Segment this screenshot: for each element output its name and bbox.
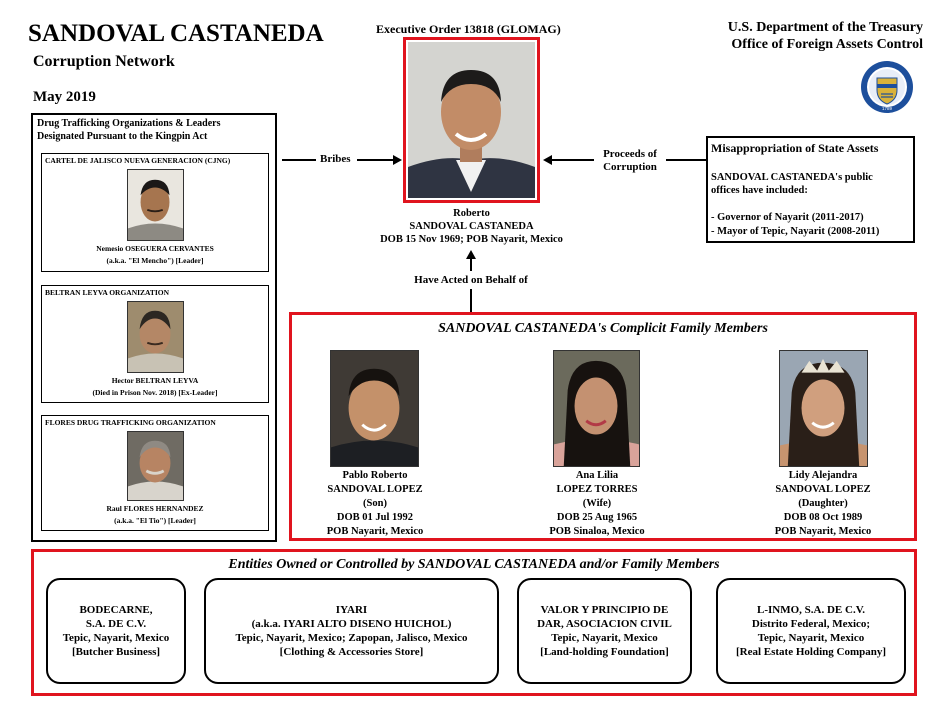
family-member-dob: DOB 01 Jul 1992 bbox=[336, 512, 414, 523]
org-name: CARTEL DE JALISCO NUEVA GENERACION (CJNG… bbox=[45, 156, 231, 165]
org-card-cjng: CARTEL DE JALISCO NUEVA GENERACION (CJNG… bbox=[41, 153, 269, 272]
proceeds-arrow-line-right bbox=[666, 159, 706, 161]
entity-line: [Land-holding Foundation] bbox=[540, 646, 669, 658]
org-leader-note: (Died in Prison Nov. 2018) [Ex-Leader] bbox=[92, 388, 218, 397]
executive-order-label: Executive Order 13818 (GLOMAG) bbox=[376, 22, 561, 36]
entity-card: BODECARNE, S.A. DE C.V. Tepic, Nayarit, … bbox=[46, 578, 186, 684]
org-leader-name: Raul FLORES HERNANDEZ bbox=[106, 504, 204, 513]
family-member-caption: Lidy Alejandra SANDOVAL LOPEZ (Daughter)… bbox=[740, 469, 906, 539]
agency-name: U.S. Department of the Treasury bbox=[727, 20, 923, 35]
entity-line: Tepic, Nayarit, Mexico; Zapopan, Jalisco… bbox=[235, 632, 468, 644]
state-assets-item: - Mayor of Tepic, Nayarit (2008-2011) bbox=[711, 226, 880, 237]
org-leader-name: Hector BELTRAN LEYVA bbox=[111, 376, 199, 385]
target-photo-frame bbox=[403, 37, 540, 203]
target-first-name: Roberto bbox=[453, 208, 490, 219]
proceeds-label-line1: Proceeds of bbox=[603, 148, 657, 160]
acted-arrow-line-top bbox=[470, 259, 472, 271]
org-name: FLORES DRUG TRAFFICKING ORGANIZATION bbox=[45, 418, 216, 427]
family-member-last: LOPEZ TORRES bbox=[556, 484, 638, 495]
page-title: SANDOVAL CASTANEDA bbox=[28, 20, 324, 47]
agency-office: Office of Foreign Assets Control bbox=[731, 37, 923, 52]
entity-line: BODECARNE, bbox=[79, 604, 153, 616]
proceeds-arrow-line-left bbox=[552, 159, 594, 161]
state-assets-title: Misappropriation of State Assets bbox=[711, 141, 879, 155]
org-leader-photo bbox=[127, 431, 184, 501]
state-assets-intro-1: SANDOVAL CASTANEDA's public bbox=[711, 172, 873, 183]
state-assets-intro-2: offices have included: bbox=[711, 185, 808, 196]
proceeds-arrowhead bbox=[543, 155, 552, 165]
org-leader-note: (a.k.a. "El Tio") [Leader] bbox=[114, 516, 196, 525]
entity-card: VALOR Y PRINCIPIO DE DAR, ASOCIACION CIV… bbox=[517, 578, 692, 684]
org-card-flores: FLORES DRUG TRAFFICKING ORGANIZATION Rau… bbox=[41, 415, 269, 531]
acted-arrow-line-bottom bbox=[470, 289, 472, 312]
target-photo bbox=[408, 42, 535, 198]
family-title: SANDOVAL CASTANEDA's Complicit Family Me… bbox=[438, 321, 768, 336]
kingpin-heading-2: Designated Pursuant to the Kingpin Act bbox=[37, 131, 208, 142]
kingpin-panel: Drug Trafficking Organizations & Leaders… bbox=[31, 113, 277, 542]
entity-line: Tepic, Nayarit, Mexico bbox=[62, 632, 170, 644]
family-member-last: SANDOVAL LOPEZ bbox=[775, 484, 871, 495]
family-member-first: Lidy Alejandra bbox=[788, 470, 858, 481]
entity-line: L-INMO, S.A. DE C.V. bbox=[757, 604, 865, 616]
family-panel: SANDOVAL CASTANEDA's Complicit Family Me… bbox=[289, 312, 917, 541]
entity-line: IYARI bbox=[335, 604, 368, 616]
org-card-beltran-leyva: BELTRAN LEYVA ORGANIZATION Hector BELTRA… bbox=[41, 285, 269, 403]
org-leader-name: Nemesio OSEGUERA CERVANTES bbox=[96, 244, 214, 253]
family-member-last: SANDOVAL LOPEZ bbox=[327, 484, 423, 495]
treasury-seal-icon: 1789 bbox=[860, 60, 914, 114]
page-subtitle: Corruption Network bbox=[33, 53, 175, 70]
entity-line: [Butcher Business] bbox=[71, 646, 161, 658]
family-member-pob: POB Sinaloa, Mexico bbox=[549, 526, 645, 537]
target-dob: DOB 15 Nov 1969; POB Nayarit, Mexico bbox=[380, 234, 563, 245]
entities-panel: Entities Owned or Controlled by SANDOVAL… bbox=[31, 549, 917, 696]
org-leader-photo bbox=[127, 169, 184, 241]
family-member-photo bbox=[330, 350, 419, 467]
entity-line: Tepic, Nayarit, Mexico bbox=[551, 632, 658, 644]
family-member-first: Pablo Roberto bbox=[342, 470, 408, 481]
kingpin-heading-1: Drug Trafficking Organizations & Leaders bbox=[37, 118, 221, 129]
family-member-caption: Pablo Roberto SANDOVAL LOPEZ (Son) DOB 0… bbox=[292, 469, 458, 539]
entities-title: Entities Owned or Controlled by SANDOVAL… bbox=[228, 557, 720, 572]
svg-text:1789: 1789 bbox=[882, 106, 893, 111]
target-last-name: SANDOVAL CASTANEDA bbox=[409, 221, 534, 232]
family-member-pob: POB Nayarit, Mexico bbox=[774, 526, 872, 537]
org-name: BELTRAN LEYVA ORGANIZATION bbox=[45, 288, 170, 297]
org-leader-note: (a.k.a. "El Mencho") [Leader] bbox=[106, 256, 204, 265]
entity-line: Distrito Federal, Mexico; bbox=[751, 618, 871, 630]
bribes-arrow-line-left bbox=[282, 159, 316, 161]
org-leader-photo bbox=[127, 301, 184, 373]
entity-line: [Clothing & Accessories Store] bbox=[279, 646, 424, 658]
date-label: May 2019 bbox=[33, 89, 96, 105]
family-member-photo bbox=[779, 350, 868, 467]
bribes-arrow-line-right bbox=[357, 159, 393, 161]
entity-line: VALOR Y PRINCIPIO DE bbox=[540, 604, 669, 616]
entity-line: [Real Estate Holding Company] bbox=[735, 646, 887, 658]
entity-line: DAR, ASOCIACION CIVIL bbox=[537, 618, 672, 630]
entity-line: Tepic, Nayarit, Mexico bbox=[757, 632, 865, 644]
family-member-dob: DOB 08 Oct 1989 bbox=[783, 512, 863, 523]
entity-card: L-INMO, S.A. DE C.V. Distrito Federal, M… bbox=[716, 578, 906, 684]
proceeds-label-line2: Corruption bbox=[603, 161, 657, 173]
entity-line: (a.k.a. IYARI ALTO DISENO HUICHOL) bbox=[251, 618, 452, 630]
entity-card: IYARI (a.k.a. IYARI ALTO DISENO HUICHOL)… bbox=[204, 578, 499, 684]
bribes-label: Bribes bbox=[320, 153, 351, 165]
acted-label: Have Acted on Behalf of bbox=[414, 274, 528, 286]
family-member-relation: (Daughter) bbox=[798, 498, 848, 509]
proceeds-label: Proceeds of Corruption bbox=[594, 148, 666, 174]
family-member-pob: POB Nayarit, Mexico bbox=[326, 526, 424, 537]
state-assets-item: - Governor of Nayarit (2011-2017) bbox=[711, 212, 864, 223]
family-member-relation: (Wife) bbox=[582, 498, 612, 509]
state-assets-panel: Misappropriation of State Assets SANDOVA… bbox=[706, 136, 915, 243]
bribes-arrowhead bbox=[393, 155, 402, 165]
family-member-dob: DOB 25 Aug 1965 bbox=[556, 512, 638, 523]
acted-arrowhead bbox=[466, 250, 476, 259]
family-member-relation: (Son) bbox=[363, 498, 387, 509]
family-member-first: Ana Lilia bbox=[575, 470, 619, 481]
family-member-caption: Ana Lilia LOPEZ TORRES (Wife) DOB 25 Aug… bbox=[514, 469, 680, 539]
target-caption: Roberto SANDOVAL CASTANEDA DOB 15 Nov 19… bbox=[350, 207, 593, 246]
family-member-photo bbox=[553, 350, 640, 467]
entity-line: S.A. DE C.V. bbox=[85, 618, 147, 630]
